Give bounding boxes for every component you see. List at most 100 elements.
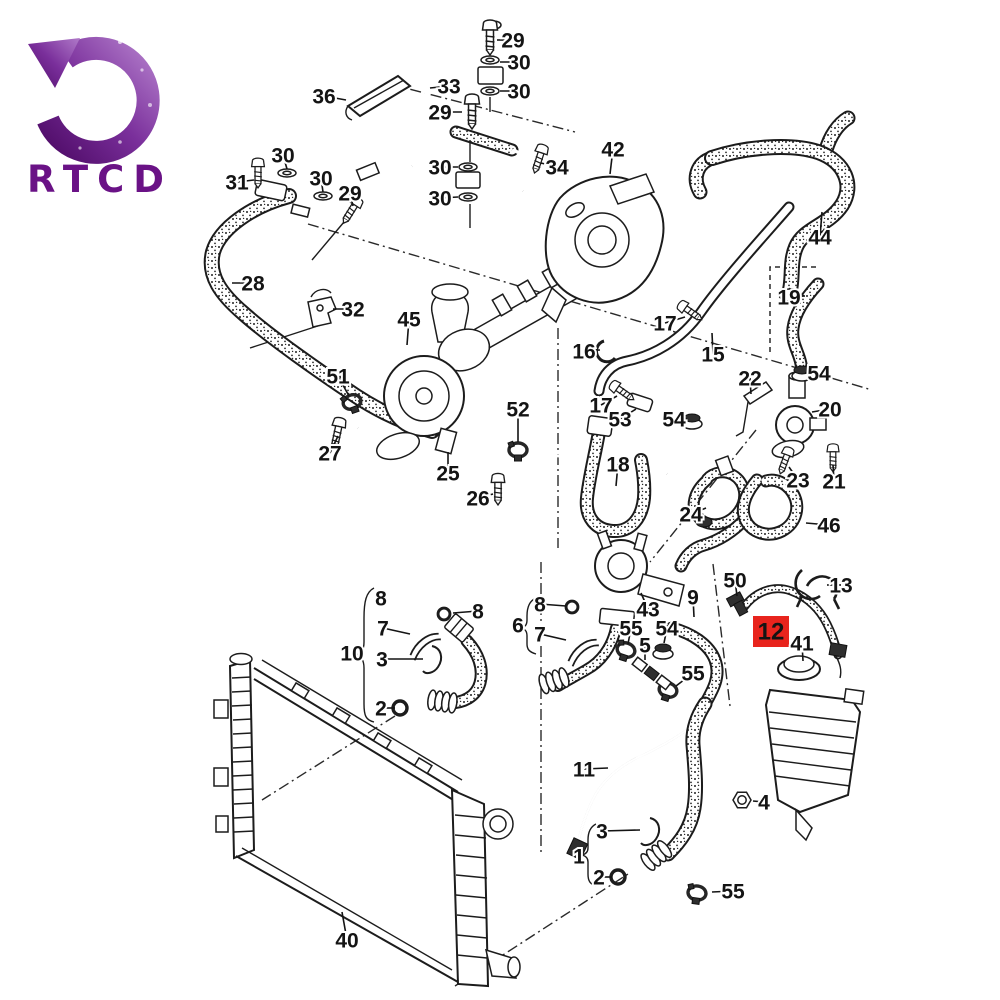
- callout-8: 8: [472, 601, 484, 624]
- hose-18: [587, 392, 654, 531]
- callout-15: 15: [701, 344, 725, 367]
- nut-4: [732, 791, 752, 809]
- callout-24: 24: [679, 504, 703, 527]
- callout-3: 3: [376, 649, 388, 672]
- oring-2b: [609, 868, 627, 886]
- callout-leader-18: [615, 463, 619, 487]
- callout-34: 34: [545, 157, 569, 180]
- callout-leader-43: [640, 592, 649, 610]
- callout-17: 17: [653, 313, 676, 336]
- callout-leader-17: [600, 395, 618, 406]
- hose-28: [212, 179, 432, 431]
- callout-28: 28: [241, 273, 265, 296]
- elbow-5: [631, 656, 673, 691]
- callout-leader-41: [801, 642, 804, 662]
- callout-33: 33: [437, 76, 460, 99]
- callout-leader-55: [711, 890, 734, 893]
- clamp-55c: [683, 881, 709, 907]
- grommet-54c: [652, 643, 674, 660]
- callout-leader-23: [788, 466, 799, 481]
- callout-leader-16: [583, 349, 601, 352]
- retainer-3a: [422, 645, 443, 675]
- callout-5: 5: [639, 635, 651, 658]
- gasket-7a: [406, 631, 445, 662]
- callout-19: 19: [777, 287, 800, 310]
- callout-leader-8: [539, 603, 567, 607]
- callout-leader-22: [749, 377, 752, 395]
- callout-17: 17: [589, 395, 612, 418]
- callout-leader-30: [320, 177, 324, 193]
- callout-leader-21: [832, 464, 835, 482]
- callout-18: 18: [606, 454, 630, 477]
- callout-30: 30: [507, 52, 530, 75]
- callout-leader-9: [692, 596, 695, 618]
- callout-leader-7: [539, 633, 567, 641]
- callout-52: 52: [506, 399, 529, 422]
- callout-8: 8: [375, 588, 387, 611]
- callout-leader-26: [477, 493, 494, 499]
- callout-29: 29: [428, 102, 451, 125]
- callout-leader-45: [406, 318, 410, 346]
- callout-45: 45: [397, 309, 421, 332]
- callout-6: 6: [512, 615, 524, 638]
- callout-16: 16: [572, 341, 595, 364]
- callout-36: 36: [312, 86, 335, 109]
- callout-12-highlighted[interactable]: 12: [758, 619, 785, 646]
- callout-22: 22: [738, 368, 761, 391]
- callout-2: 2: [375, 698, 387, 721]
- pipe-33: [424, 20, 551, 196]
- callout-55: 55: [681, 663, 705, 686]
- callout-46: 46: [817, 515, 840, 538]
- callout-leader-46: [805, 522, 830, 526]
- callout-54: 54: [655, 618, 679, 641]
- callout-30: 30: [309, 168, 332, 191]
- callout-leader-40: [341, 911, 348, 941]
- strip-36: [345, 74, 412, 121]
- callout-40: 40: [335, 930, 358, 953]
- callout-leader-31: [236, 179, 255, 183]
- callout-53: 53: [608, 409, 631, 432]
- callout-leader-51: [337, 375, 350, 397]
- hose-44: [696, 118, 848, 302]
- logo-wordmark: RTCD: [27, 158, 173, 201]
- callout-leader-3: [601, 829, 641, 832]
- callout-50: 50: [723, 570, 746, 593]
- callout-leader-30: [439, 196, 459, 199]
- callout-30: 30: [428, 188, 451, 211]
- callout-13: 13: [829, 575, 852, 598]
- callout-25: 25: [436, 463, 460, 486]
- spring-clip-13: [794, 569, 841, 610]
- callout-21: 21: [822, 471, 846, 494]
- brand-logo: RTCD: [0, 36, 173, 201]
- hose-8-group: [425, 612, 482, 715]
- callout-20: 20: [818, 399, 841, 422]
- callout-leader-34: [540, 162, 558, 168]
- oring-8a: [436, 606, 452, 622]
- pump-bracket-22: [735, 380, 774, 437]
- circular-arrow-head-icon: [28, 38, 80, 88]
- callout-30: 30: [271, 145, 294, 168]
- callout-leader-36: [323, 95, 347, 101]
- callout-leader-24: [690, 507, 707, 515]
- callout-2: 2: [593, 867, 605, 890]
- fitting-50: [725, 591, 749, 617]
- thermostat-43: [594, 529, 685, 607]
- callout-29: 29: [338, 183, 361, 206]
- callout-leader-55: [675, 672, 694, 687]
- callout-leader-17: [664, 316, 686, 324]
- brace-group-6: [520, 597, 537, 655]
- callout-27: 27: [318, 443, 341, 466]
- radiator: [213, 652, 521, 988]
- callout-leader-30: [282, 154, 288, 170]
- callout-55: 55: [721, 881, 745, 904]
- highlight-box-12[interactable]: [753, 616, 789, 647]
- callout-29: 29: [501, 30, 524, 53]
- callout-leader-27: [329, 435, 339, 454]
- callout-7: 7: [534, 624, 546, 647]
- callout-11: 11: [573, 759, 596, 782]
- circular-arrow-icon: [37, 36, 160, 164]
- callout-10: 10: [340, 643, 363, 666]
- clip-16: [595, 339, 617, 364]
- callout-leader-42: [609, 148, 614, 175]
- callout-leader-8: [452, 610, 479, 614]
